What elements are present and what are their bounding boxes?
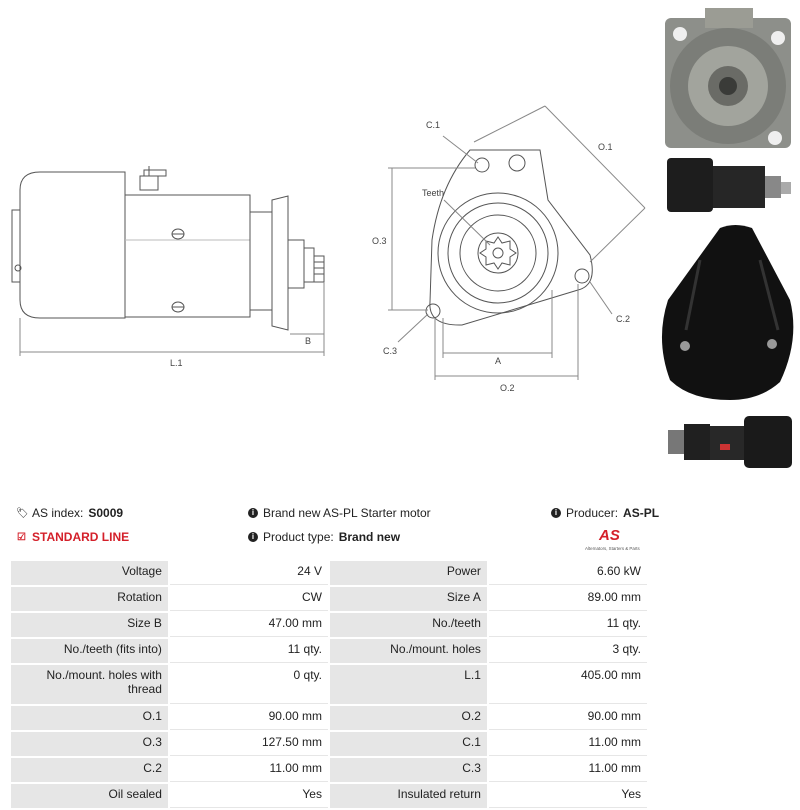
product-info: 🏷︎ AS index: S0009 ☑ STANDARD LINE i Bra… <box>0 500 800 556</box>
table-row: Rotation CW Size A 89.00 mm <box>11 587 647 611</box>
spec-key: No./teeth <box>329 613 487 637</box>
spec-value: 6.60 kW <box>488 561 647 585</box>
info-icon: i <box>551 508 561 518</box>
label-l1: L.1 <box>170 358 183 368</box>
product-drawings: L.1 B C.1 <box>11 8 794 468</box>
description-text: Brand new AS-PL Starter motor <box>263 506 431 520</box>
spec-key: Size B <box>11 613 168 637</box>
spec-key: C.1 <box>329 732 487 756</box>
spec-key: No./teeth (fits into) <box>11 639 168 663</box>
table-row: O.3 127.50 mm C.1 11.00 mm <box>11 732 647 756</box>
standard-line: ☑ STANDARD LINE <box>16 530 129 544</box>
info-icon: i <box>248 532 258 542</box>
info-icon: i <box>248 508 258 518</box>
spec-key: Size A <box>329 587 487 611</box>
product-description: i Brand new AS-PL Starter motor <box>248 506 431 520</box>
label-c1: C.1 <box>426 120 440 130</box>
label-b: B <box>305 336 311 346</box>
photo-rear-cover <box>661 225 794 400</box>
table-row: C.2 11.00 mm C.3 11.00 mm <box>11 758 647 782</box>
table-row: No./teeth (fits into) 11 qty. No./mount.… <box>11 639 647 663</box>
table-row: Size B 47.00 mm No./teeth 11 qty. <box>11 613 647 637</box>
spec-value: 11 qty. <box>488 613 647 637</box>
spec-value: 89.00 mm <box>488 587 647 611</box>
label-o1: O.1 <box>598 142 613 152</box>
label-o3: O.3 <box>372 236 387 246</box>
product-type-label: Product type: <box>263 530 334 544</box>
spec-value: 11 qty. <box>169 639 328 663</box>
spec-key: No./mount. holes <box>329 639 487 663</box>
spec-value: 11.00 mm <box>488 758 647 782</box>
tag-icon: 🏷︎ <box>16 507 29 519</box>
spec-value: 3 qty. <box>488 639 647 663</box>
photo-side-angle <box>668 416 792 468</box>
spec-key: Rotation <box>11 587 168 611</box>
producer-value: AS-PL <box>623 506 660 520</box>
spec-value: 405.00 mm <box>488 665 647 704</box>
front-view-drawing <box>388 105 646 380</box>
spec-key: O.1 <box>11 706 168 730</box>
product-type-value: Brand new <box>338 530 401 544</box>
spec-key: O.3 <box>11 732 168 756</box>
producer-label: Producer: <box>566 506 619 520</box>
table-row: Voltage 24 V Power 6.60 kW <box>11 561 647 585</box>
spec-key: No./mount. holes with thread <box>11 665 168 704</box>
spec-key: Power <box>329 561 487 585</box>
label-a: A <box>495 356 501 366</box>
svg-text:AS: AS <box>598 527 620 544</box>
svg-text:Alternators, Starters & Parts: Alternators, Starters & Parts <box>585 546 640 551</box>
as-index-value: S0009 <box>88 506 124 520</box>
spec-value: 24 V <box>169 561 328 585</box>
table-row: No./mount. holes with thread 0 qty. L.1 … <box>11 665 647 704</box>
spec-value: 11.00 mm <box>169 758 328 782</box>
label-teeth: Teeth <box>422 188 444 198</box>
spec-value: 47.00 mm <box>169 613 328 637</box>
spec-value: CW <box>169 587 328 611</box>
table-row: O.1 90.00 mm O.2 90.00 mm <box>11 706 647 730</box>
spec-value: 127.50 mm <box>169 732 328 756</box>
as-index: 🏷︎ AS index: S0009 <box>16 506 123 520</box>
label-c2: C.2 <box>616 314 630 324</box>
spec-key: C.3 <box>329 758 487 782</box>
photo-side <box>667 158 791 212</box>
spec-value: 90.00 mm <box>169 706 328 730</box>
as-index-label: AS index: <box>32 506 84 520</box>
spec-key: O.2 <box>329 706 487 730</box>
photo-flange-front <box>665 8 791 148</box>
label-o2: O.2 <box>500 383 515 393</box>
spec-value: 11.00 mm <box>488 732 647 756</box>
spec-key: C.2 <box>11 758 168 782</box>
as-pl-logo: AS Alternators, Starters & Parts <box>585 527 640 551</box>
side-view-drawing <box>11 166 325 356</box>
spec-key: Voltage <box>11 561 168 585</box>
label-c3: C.3 <box>383 346 397 356</box>
checkbox-check-icon: ☑ <box>17 531 26 543</box>
product-type: i Product type: Brand new <box>248 530 400 544</box>
standard-line-label: STANDARD LINE <box>32 530 130 544</box>
spec-table: Voltage 24 V Power 6.60 kW Rotation CW S… <box>9 559 649 810</box>
spec-value: 0 qty. <box>169 665 328 704</box>
spec-value: 90.00 mm <box>488 706 647 730</box>
producer: i Producer: AS-PL <box>551 506 659 520</box>
spec-key: L.1 <box>329 665 487 704</box>
